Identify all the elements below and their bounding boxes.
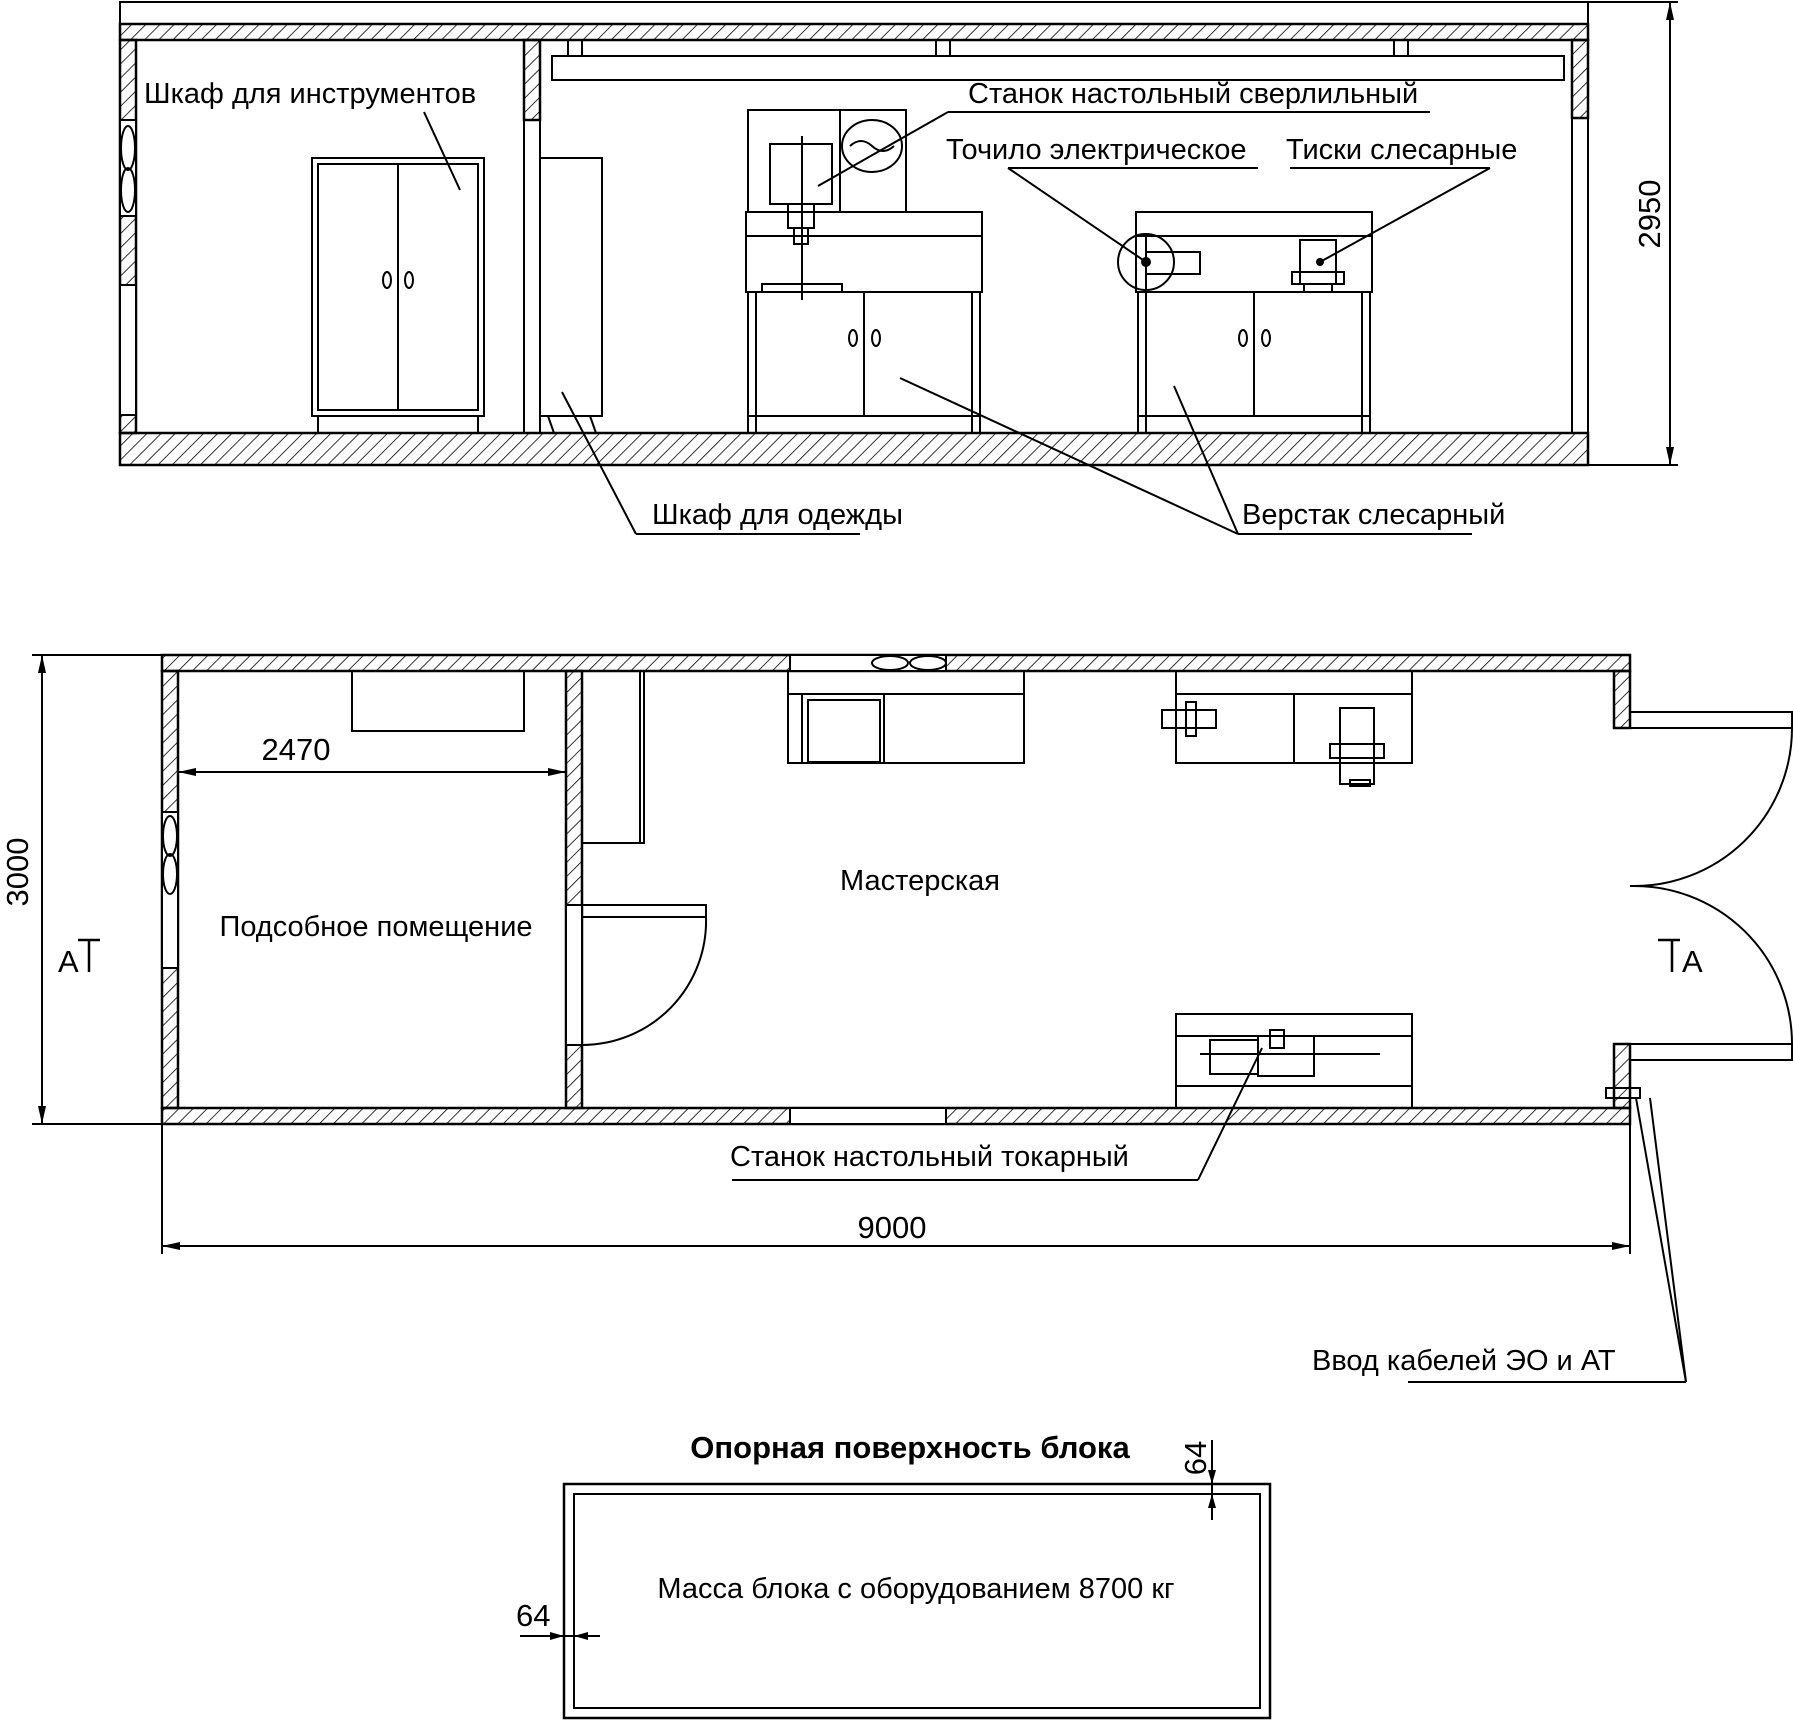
partition-top bbox=[522, 38, 542, 122]
window-glass bbox=[120, 167, 136, 213]
grinder bbox=[1117, 233, 1201, 291]
light-mount bbox=[1393, 39, 1409, 57]
svg-text:А: А bbox=[1682, 944, 1703, 979]
utility-dim-text: 2470 bbox=[262, 732, 331, 767]
plan-window-bottom bbox=[789, 1107, 947, 1125]
workbench-1 bbox=[745, 211, 983, 434]
right-wall-top bbox=[1570, 38, 1590, 120]
cable-entry bbox=[1605, 1087, 1641, 1099]
base-mass: Масса блока с оборудованием 8700 кг bbox=[657, 1573, 1174, 1605]
svg-text:А: А bbox=[58, 944, 79, 979]
section-labels: Шкаф для инструментов Станок настольный … bbox=[144, 78, 1517, 535]
svg-text:64: 64 bbox=[516, 1598, 550, 1633]
plan-view: Мастерская Подсобное помещение 2470 3000… bbox=[0, 653, 1793, 1383]
plan-workbench-2 bbox=[1161, 670, 1413, 787]
offset-left-dimension: 64 bbox=[516, 1598, 600, 1640]
plan-lathe bbox=[1175, 1013, 1413, 1109]
light-mount bbox=[935, 39, 951, 57]
section-mark-right: А bbox=[1658, 938, 1703, 979]
interior-door bbox=[581, 904, 708, 1046]
vise bbox=[1291, 239, 1345, 293]
base-outer bbox=[562, 1482, 1272, 1720]
room-workshop: Мастерская bbox=[840, 865, 1000, 897]
width-dimension: 9000 bbox=[161, 1124, 1631, 1254]
plan-wall-right-bottom bbox=[1612, 1042, 1632, 1110]
tool-cabinet bbox=[311, 157, 485, 433]
wall-panel bbox=[119, 284, 137, 416]
label-drill-press: Станок настольный сверлильный bbox=[968, 78, 1418, 110]
workbench-2 bbox=[1135, 211, 1373, 434]
room-utility: Подсобное помещение bbox=[219, 911, 532, 943]
height-dim-text: 2950 bbox=[1632, 180, 1667, 249]
label-workbench: Верстак слесарный bbox=[1242, 499, 1505, 531]
floor-wall bbox=[118, 431, 1590, 467]
offset-top-dimension: 64 bbox=[1178, 1440, 1216, 1520]
roof-outline bbox=[119, 1, 1589, 25]
base-title: Опорная поверхность блока bbox=[690, 1430, 1130, 1465]
width-dim-text: 9000 bbox=[858, 1210, 927, 1245]
label-grinder: Точило электрическое bbox=[946, 134, 1247, 166]
window-glass bbox=[120, 125, 136, 171]
light-mount bbox=[567, 39, 583, 57]
plan-workbench-1 bbox=[787, 670, 1025, 764]
svg-text:64: 64 bbox=[1178, 1441, 1213, 1475]
base-view: Опорная поверхность блока Масса блока с … bbox=[516, 1430, 1272, 1720]
clothes-cabinet bbox=[539, 157, 603, 434]
section-view: 2950 Шкаф для инструментов Станок настол… bbox=[118, 1, 1678, 535]
depth-dimension: 3000 bbox=[0, 654, 162, 1125]
height-dimension: 2950 bbox=[1588, 1, 1678, 466]
utility-dimension: 2470 bbox=[178, 732, 566, 776]
plan-window-top bbox=[789, 654, 947, 672]
depth-dim-text: 3000 bbox=[0, 838, 35, 907]
label-tool-cabinet: Шкаф для инструментов bbox=[144, 78, 476, 110]
label-lathe: Станок настольный токарный bbox=[730, 1141, 1129, 1173]
plan-window-left bbox=[161, 811, 179, 969]
partition-door-gap bbox=[565, 904, 583, 1046]
section-mark-left: А bbox=[58, 938, 100, 979]
label-vise: Тиски слесарные bbox=[1286, 134, 1517, 166]
roof-wall bbox=[118, 22, 1590, 42]
plan-wall-right-top bbox=[1612, 669, 1632, 730]
plan-tool-cabinet bbox=[351, 670, 525, 732]
label-clothes-cabinet: Шкаф для одежды bbox=[652, 499, 903, 531]
light-fixture bbox=[551, 55, 1565, 81]
drill-press bbox=[747, 109, 907, 300]
base-inner bbox=[573, 1493, 1261, 1709]
entrance-door bbox=[1629, 711, 1793, 1061]
label-cable-entry: Ввод кабелей ЭО и АТ bbox=[1312, 1345, 1616, 1377]
plan-clothes-cabinet bbox=[581, 670, 645, 844]
